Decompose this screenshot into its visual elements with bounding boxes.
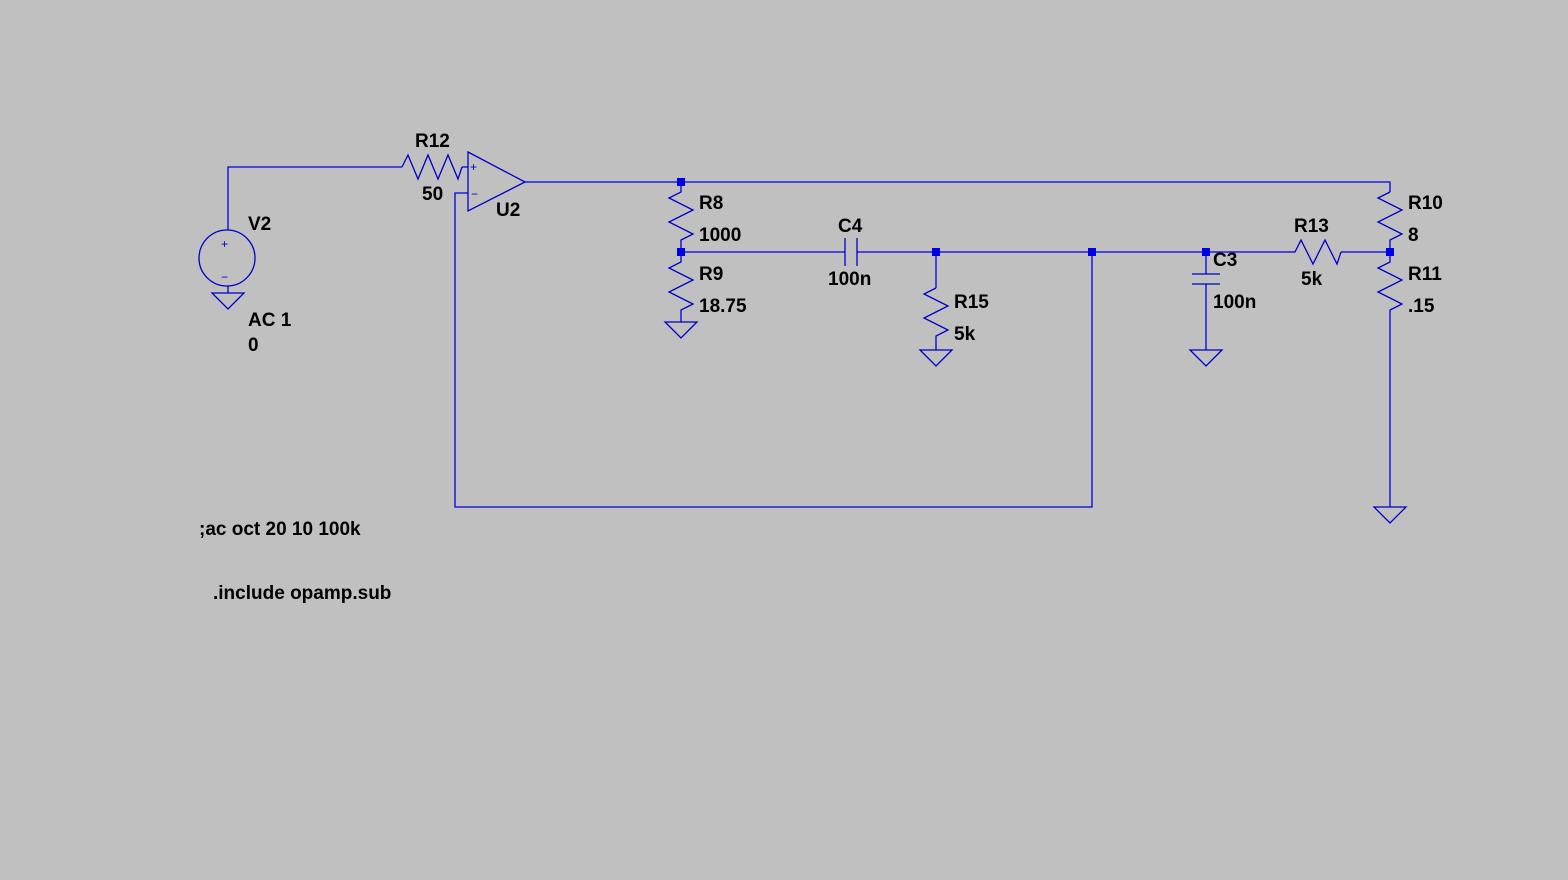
ground-symbol-r15 bbox=[918, 346, 954, 367]
resistor-r11[interactable] bbox=[1372, 252, 1408, 524]
r11-name[interactable]: R11 bbox=[1408, 264, 1442, 285]
c3-name[interactable]: C3 bbox=[1213, 250, 1237, 271]
wire-opamp-output[interactable] bbox=[525, 181, 1391, 192]
junction-dot bbox=[677, 248, 685, 256]
r12-name[interactable]: R12 bbox=[415, 131, 450, 152]
capacitor-c4[interactable] bbox=[844, 238, 858, 266]
spice-directives: ;ac oct 20 10 100k .include opamp.sub bbox=[199, 519, 391, 604]
r10-name[interactable]: R10 bbox=[1408, 193, 1443, 214]
component-labels: V2 AC 1 0 R12 50 U2 R8 1000 R9 18.75 C4 … bbox=[248, 131, 1443, 356]
junction-dot bbox=[677, 178, 685, 186]
c3-value[interactable]: 100n bbox=[1213, 292, 1256, 313]
r8-value[interactable]: 1000 bbox=[699, 225, 741, 246]
junction-dot bbox=[1202, 248, 1210, 256]
r15-value[interactable]: 5k bbox=[954, 324, 976, 345]
r9-value[interactable]: 18.75 bbox=[699, 296, 747, 317]
resistor-r10[interactable] bbox=[1376, 191, 1404, 252]
wire-v2-to-r12[interactable] bbox=[227, 166, 402, 230]
r13-name[interactable]: R13 bbox=[1294, 216, 1329, 237]
v2-name[interactable]: V2 bbox=[248, 214, 271, 235]
u2-name[interactable]: U2 bbox=[496, 200, 520, 221]
v2-plus-sign: + bbox=[221, 237, 228, 251]
include-directive[interactable]: .include opamp.sub bbox=[213, 583, 391, 604]
opamp-minus-pin: − bbox=[471, 187, 478, 201]
junction-dot bbox=[1088, 248, 1096, 256]
opamp-plus-pin: + bbox=[470, 160, 477, 174]
v2-value[interactable]: AC 1 bbox=[248, 310, 292, 331]
c4-value[interactable]: 100n bbox=[828, 269, 871, 290]
r11-value[interactable]: .15 bbox=[1408, 296, 1435, 317]
r9-name[interactable]: R9 bbox=[699, 264, 723, 285]
resistor-r12[interactable] bbox=[401, 153, 463, 181]
junction-dot bbox=[932, 248, 940, 256]
wires bbox=[227, 166, 1391, 508]
r13-value[interactable]: 5k bbox=[1301, 269, 1323, 290]
r12-value[interactable]: 50 bbox=[422, 184, 443, 205]
ground-symbol-v2 bbox=[210, 287, 246, 310]
capacitor-c3[interactable] bbox=[1188, 273, 1224, 367]
c4-name[interactable]: C4 bbox=[838, 216, 863, 237]
ground-symbol-c3 bbox=[1188, 349, 1224, 367]
resistor-r13[interactable] bbox=[1285, 238, 1342, 266]
r15-name[interactable]: R15 bbox=[954, 292, 989, 313]
v2-value-dc[interactable]: 0 bbox=[248, 335, 259, 356]
resistor-r9[interactable] bbox=[663, 252, 699, 339]
wire-feedback[interactable] bbox=[454, 192, 1093, 508]
opamp-u2[interactable]: + − bbox=[467, 150, 527, 213]
junctions bbox=[677, 178, 1394, 256]
v2-minus-sign: − bbox=[221, 270, 228, 284]
resistor-r15[interactable] bbox=[918, 287, 954, 367]
junction-dot bbox=[1386, 248, 1394, 256]
resistor-r8[interactable] bbox=[667, 182, 695, 252]
ground-symbol-r11 bbox=[1372, 506, 1408, 524]
ground-symbol-r9 bbox=[663, 318, 699, 339]
voltage-source-v2[interactable]: + − bbox=[198, 229, 256, 310]
r10-value[interactable]: 8 bbox=[1408, 225, 1419, 246]
r8-name[interactable]: R8 bbox=[699, 193, 723, 214]
ac-analysis-directive[interactable]: ;ac oct 20 10 100k bbox=[199, 519, 361, 540]
